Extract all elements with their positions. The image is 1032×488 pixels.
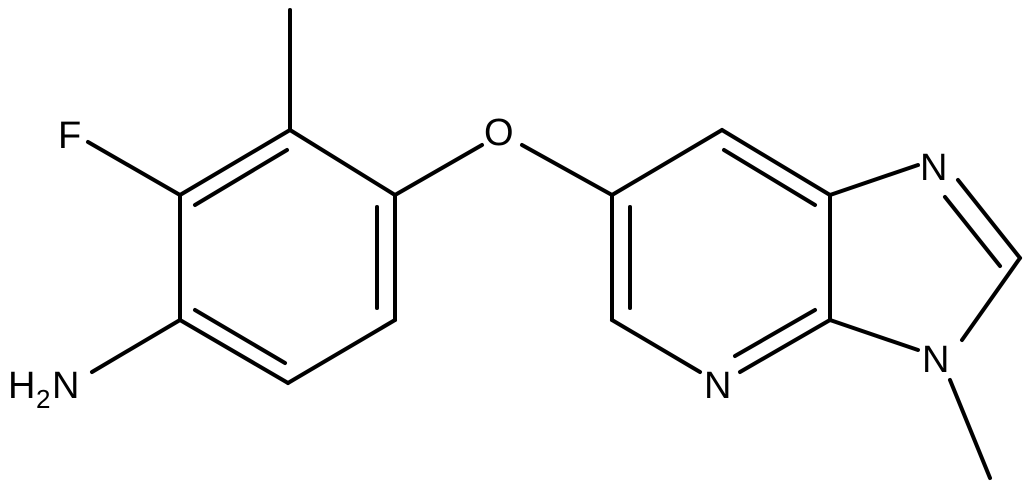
bond-nme-i2: [828, 318, 920, 352]
bond-o-c: [520, 143, 614, 197]
bond-c-f: [86, 140, 182, 197]
bond-p4-n: [738, 318, 832, 374]
bond-c-nh2: [90, 318, 182, 374]
bond-c6-c1: [178, 128, 292, 197]
bond-c6-c1-inner: [193, 148, 289, 207]
bond-ch-nme: [960, 256, 1022, 342]
amine-label: H 2 N: [8, 365, 79, 414]
bond-c3-c4: [286, 318, 397, 385]
pyridine-n-label: N: [704, 365, 731, 407]
bond-c4-c5: [178, 318, 290, 385]
bond-n-ch: [956, 178, 1022, 260]
imidazole-ring: [828, 163, 1022, 480]
methyl-n-label: N: [922, 339, 949, 381]
bond-i1-n: [828, 163, 920, 197]
pyridine-ring: [610, 128, 832, 374]
benzene-ring: [178, 128, 397, 385]
bond-p2-p3: [720, 128, 832, 197]
imidazole-n-label: N: [920, 147, 947, 189]
bond-c-o: [393, 143, 484, 197]
bond-n-ch-inner: [943, 195, 1002, 268]
bond-c4-c5-inner: [193, 308, 287, 365]
amine-n-label: N: [52, 365, 79, 407]
amine-h-label: H: [8, 365, 35, 407]
oxygen-label: O: [484, 112, 514, 154]
bond-p2-p3-inner: [722, 148, 817, 207]
fluorine-label: F: [58, 115, 81, 157]
bond-p4-n-inner: [733, 308, 817, 358]
bond-n-p6: [610, 318, 702, 374]
bond-n-methyl: [948, 378, 992, 480]
bond-p1-p2: [610, 128, 724, 197]
amine-subscript: 2: [36, 384, 50, 414]
bond-c1-c2: [288, 128, 397, 197]
